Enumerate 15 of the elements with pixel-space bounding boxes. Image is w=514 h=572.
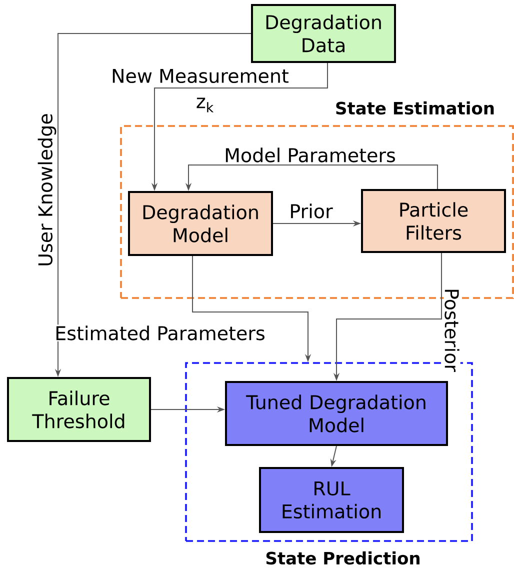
edge-label: Prior — [288, 202, 334, 220]
process-box: Particle Filters — [361, 189, 506, 253]
edge-label: Model Parameters — [223, 146, 397, 164]
process-box: Degradation Model — [128, 191, 273, 256]
group-heading: State Estimation — [336, 101, 494, 115]
edge-label: Estimated Parameters — [54, 324, 266, 342]
group-heading: State Prediction — [266, 551, 420, 565]
process-box: Failure Threshold — [7, 377, 151, 442]
process-box: Tuned Degradation Model — [225, 381, 448, 446]
symbol-label: z$_{k}$ — [196, 98, 214, 112]
edge-label: New Measurement — [110, 68, 290, 84]
process-box: RUL Estimation — [259, 467, 404, 533]
edge-label: User Knowledge — [36, 112, 58, 268]
process-box: Degradation Data — [251, 4, 396, 63]
edge-label: Posterior — [444, 287, 460, 373]
